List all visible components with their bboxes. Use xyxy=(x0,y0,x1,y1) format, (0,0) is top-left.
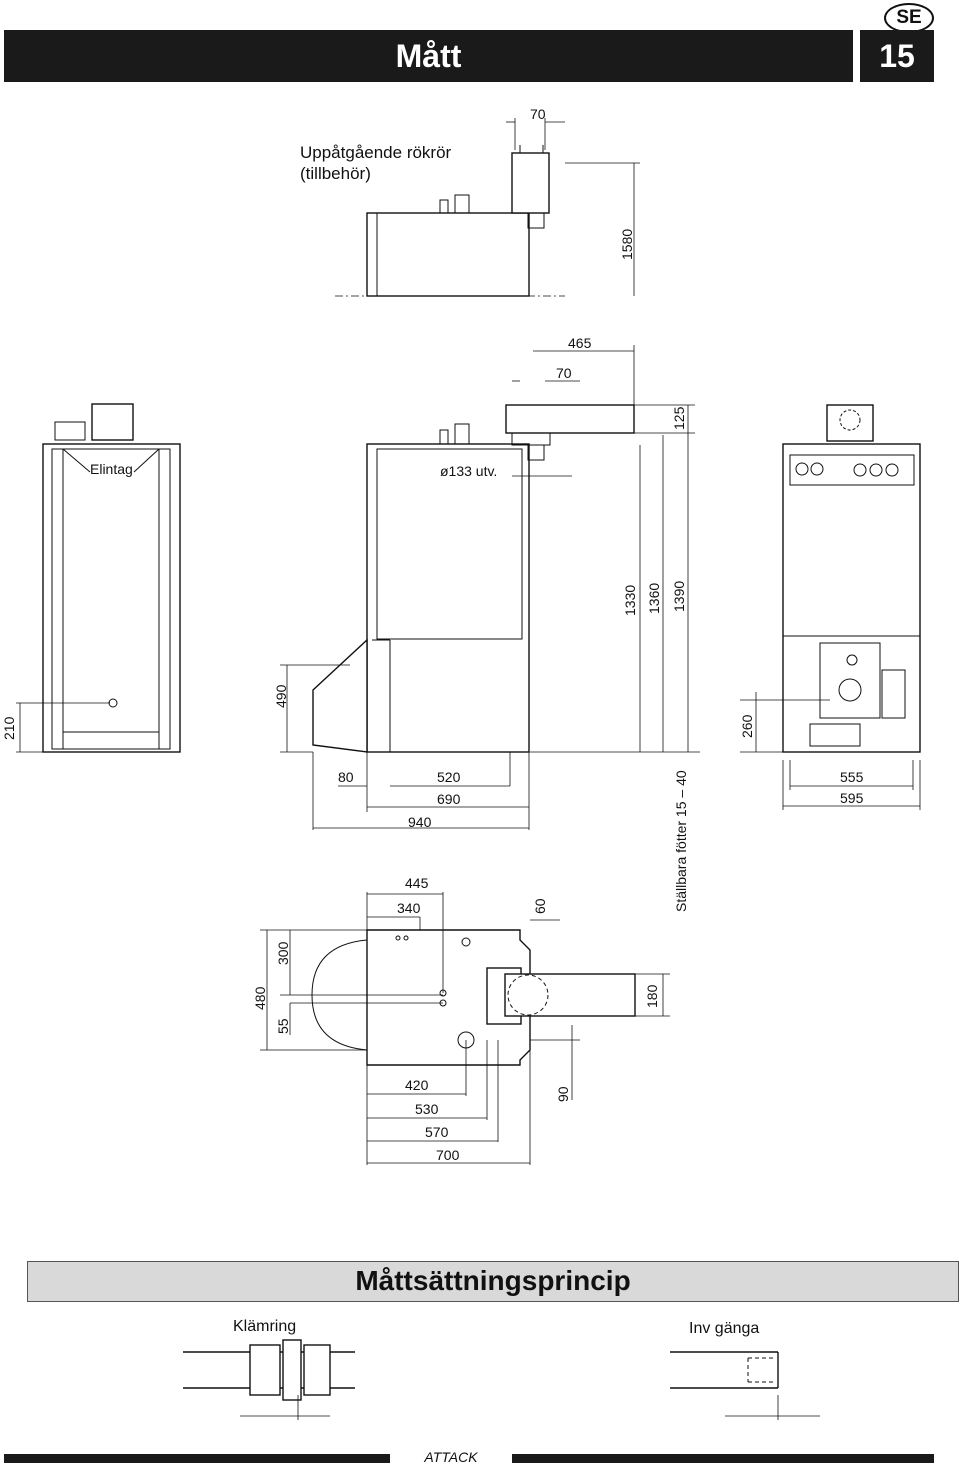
plan-view: 445 340 60 300 480 55 180 420 530 570 70… xyxy=(252,875,670,1165)
principle-title: Måttsättningsprincip xyxy=(355,1265,631,1296)
dim-700: 700 xyxy=(436,1147,460,1163)
footer-brand: ATTACK xyxy=(424,1449,478,1465)
dim-260: 260 xyxy=(739,714,755,738)
dim-1360: 1360 xyxy=(646,583,662,614)
dim-1390: 1390 xyxy=(671,581,687,612)
dim-210: 210 xyxy=(1,716,17,740)
dim-340: 340 xyxy=(397,900,421,916)
footer-bar-right xyxy=(512,1454,934,1463)
dim-570: 570 xyxy=(425,1124,449,1140)
header-bar: Mått xyxy=(4,30,853,82)
dim-1330: 1330 xyxy=(622,585,638,616)
flue-caption: Uppåtgående rökrör (tillbehör) xyxy=(300,142,451,184)
dim-940: 940 xyxy=(408,814,432,830)
footer-bar-left xyxy=(4,1454,390,1463)
front-view: Elintag 210 xyxy=(1,403,181,753)
top-flue-view: 70 1580 xyxy=(335,106,640,297)
dim-90: 90 xyxy=(555,1086,571,1102)
page-number-box: 15 xyxy=(860,30,934,82)
dim-445: 445 xyxy=(405,875,429,891)
rear-view: 260 555 595 xyxy=(739,404,921,810)
dim-70-top: 70 xyxy=(530,106,546,122)
dim-690: 690 xyxy=(437,791,461,807)
dim-180: 180 xyxy=(644,984,660,1008)
dim-595: 595 xyxy=(840,790,864,806)
dim-480: 480 xyxy=(252,986,268,1010)
side-view: ø133 utv. 465 70 125 1330 1360 1390 490 … xyxy=(273,335,700,912)
label-outlet: ø133 utv. xyxy=(440,463,497,479)
dim-465: 465 xyxy=(568,335,592,351)
dim-70-side: 70 xyxy=(556,365,572,381)
dim-300: 300 xyxy=(275,941,291,965)
dim-555: 555 xyxy=(840,769,864,785)
dim-125: 125 xyxy=(671,406,687,430)
dim-420: 420 xyxy=(405,1077,429,1093)
flue-caption-line2: (tillbehör) xyxy=(300,164,371,183)
label-klamring: Klämring xyxy=(233,1318,297,1335)
page-title: Mått xyxy=(395,38,462,74)
dim-490: 490 xyxy=(273,684,289,708)
principle-section-bar: Måttsättningsprincip xyxy=(27,1261,959,1302)
dim-1580: 1580 xyxy=(619,229,635,260)
dim-60: 60 xyxy=(532,898,548,914)
dim-530: 530 xyxy=(415,1101,439,1117)
flue-caption-line1: Uppåtgående rökrör xyxy=(300,143,452,162)
page-number: 15 xyxy=(879,38,915,74)
label-feet: Ställbara fötter 15 – 40 xyxy=(673,770,689,912)
principle-sketches xyxy=(183,1339,820,1420)
label-inv-ganga: Inv gänga xyxy=(689,1320,760,1337)
dim-55: 55 xyxy=(275,1018,291,1034)
label-elintag: Elintag xyxy=(90,461,133,477)
dim-520: 520 xyxy=(437,769,461,785)
dim-80: 80 xyxy=(338,769,354,785)
